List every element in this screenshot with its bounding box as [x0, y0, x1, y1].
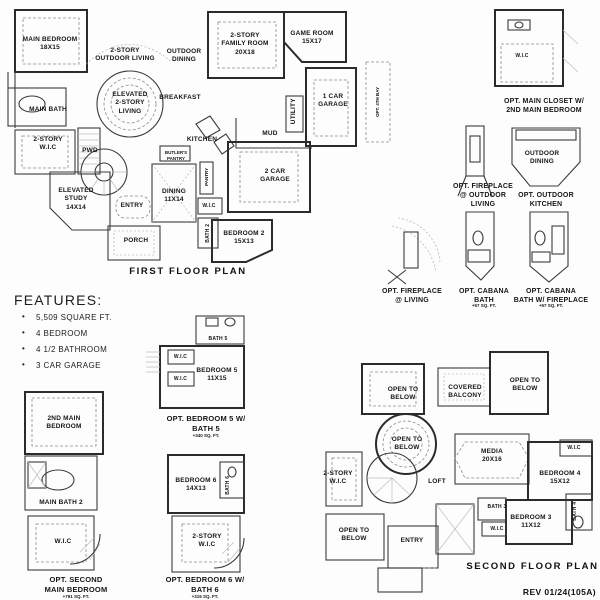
room-label-outdoor-living: 2-STORY OUTDOOR LIVING — [95, 47, 155, 63]
room-label-opt-outdoor-dining: OUTDOOR DINING — [524, 150, 560, 166]
room-label-open-below-rotunda: OPEN TO BELOW — [391, 436, 423, 452]
option-title-second-main: OPT. SECOND MAIN BEDROOM — [44, 575, 108, 594]
room-label-breakfast: BREAKFAST — [159, 94, 201, 101]
room-label-bedroom5: BEDROOM 5 11X15 — [196, 367, 238, 383]
revision-note: REV 01/24(105A) — [522, 587, 596, 597]
option-area-bedroom5: +340 SQ. FT. — [192, 433, 220, 438]
room-label-bath2: BATH 2 — [204, 223, 211, 243]
room-label-1-car-garage: 1 CAR GARAGE — [318, 93, 348, 109]
room-label-wic-b6: 2-STORY W.I.C — [192, 533, 222, 549]
room-label-2nd-main-bedroom: 2ND MAIN BEDROOM — [46, 415, 82, 431]
room-label-open-below-3: OPEN TO BELOW — [338, 527, 370, 543]
option-area-cabana-bath: +57 SQ. FT. — [471, 303, 497, 308]
feature-item: 4 1/2 BATHROOM — [14, 344, 174, 354]
room-label-wic-bed4: W.I.C — [567, 445, 581, 451]
room-label-2-car-garage: 2 CAR GARAGE — [260, 168, 290, 184]
room-label-elevated-living: ELEVATED 2-STORY LIVING — [112, 91, 148, 115]
first-floor-plan-title: FIRST FLOOR PLAN — [129, 266, 247, 277]
option-area-second-main: +791 SQ. FT. — [62, 594, 90, 599]
features-panel: FEATURES: 5,509 SQUARE FT. 4 BEDROOM 4 1… — [14, 292, 174, 377]
option-area-bedroom6: +315 SQ. FT. — [191, 594, 219, 599]
room-label-dining: DINING 11X14 — [162, 188, 186, 204]
room-label-bedroom2: BEDROOM 2 15X13 — [223, 230, 265, 246]
feature-item: 5,509 SQUARE FT. — [14, 312, 174, 322]
option-title-bedroom6: OPT. BEDROOM 6 W/ BATH 6 — [165, 575, 245, 594]
room-label-wic-2nd-main: W.I.C — [54, 538, 72, 545]
room-label-entry: ENTRY — [120, 202, 144, 209]
room-label-kitchen: KITCHEN — [186, 136, 218, 143]
room-label-open-below-1: OPEN TO BELOW — [387, 386, 419, 402]
room-label-main-bedroom: MAIN BEDROOM 18X15 — [22, 36, 78, 52]
room-label-butlers-pantry: BUTLER'S PANTRY — [164, 150, 188, 161]
room-label-sf-2story-wic: 2-STORY W.I.C — [323, 470, 353, 486]
room-label-elevated-study: ELEVATED STUDY 14X14 — [58, 187, 94, 211]
room-label-wic-bed2: W.I.C — [202, 203, 216, 209]
room-label-outdoor-dining: OUTDOOR DINING — [166, 48, 202, 64]
room-label-family-room: 2-STORY FAMILY ROOM 20X18 — [221, 32, 269, 56]
option-title-fireplace-living: OPT. FIREPLACE @ LIVING — [382, 288, 442, 305]
option-bedroom5-walls — [146, 315, 245, 409]
option-bedroom6-walls — [167, 454, 245, 573]
room-label-loft: LOFT — [428, 478, 446, 485]
room-label-pwd: PWD — [82, 147, 98, 154]
feature-item: 3 CAR GARAGE — [14, 360, 174, 370]
option-title-4th-bay: OPT. 4TH BAY — [375, 86, 381, 117]
option-title-fireplace-outdoor: OPT. FIREPLACE @ OUTDOOR LIVING — [453, 183, 513, 209]
room-label-2story-wic: 2-STORY W.I.C — [33, 136, 63, 152]
room-label-bedroom3: BEDROOM 3 11X12 — [510, 514, 552, 530]
second-floor-walls — [325, 351, 593, 593]
option-title-bedroom5: OPT. BEDROOM 5 W/ BATH 5 — [166, 414, 246, 433]
room-label-wic-bed3: W.I.C — [490, 526, 504, 532]
room-label-covered-balcony: COVERED BALCONY — [448, 384, 482, 400]
room-label-open-below-2: OPEN TO BELOW — [509, 377, 541, 393]
room-label-bedroom6: BEDROOM 6 14X13 — [175, 477, 217, 493]
room-label-bath3: BATH 3 — [487, 504, 507, 510]
option-main-closet-walls — [365, 9, 579, 143]
room-label-opt-closet-wic: W.I.C — [515, 53, 529, 59]
option-area-cabana-bath-fireplace: +57 SQ. FT. — [538, 303, 564, 308]
features-list: 5,509 SQUARE FT. 4 BEDROOM 4 1/2 BATHROO… — [14, 312, 174, 370]
room-label-bedroom4: BEDROOM 4 15X12 — [539, 470, 581, 486]
room-label-porch: PORCH — [123, 237, 149, 244]
room-label-utility: UTILITY — [289, 98, 297, 125]
option-title-main-closet: OPT. MAIN CLOSET W/ 2ND MAIN BEDROOM — [503, 98, 585, 115]
option-title-cabana-bath-fireplace: OPT. CABANA BATH W/ FIREPLACE — [513, 288, 589, 305]
room-label-main-bath2: MAIN BATH 2 — [39, 499, 83, 506]
room-label-wic-b5b: W.I.C — [173, 376, 188, 382]
second-floor-plan-title: SECOND FLOOR PLAN — [466, 561, 599, 572]
room-label-bath4: BATH 4 — [571, 501, 578, 521]
room-label-sf-entry: ENTRY — [400, 537, 424, 544]
features-title: FEATURES: — [14, 292, 103, 308]
room-label-pantry: PANTRY — [204, 167, 210, 186]
room-label-game-room: GAME ROOM 15X17 — [290, 30, 334, 46]
option-title-cabana-bath: OPT. CABANA BATH — [458, 288, 510, 305]
first-floor-walls — [7, 9, 357, 263]
room-label-bath5: BATH 5 — [208, 336, 228, 342]
room-label-bath6: BATH 6 — [224, 475, 231, 495]
option-title-outdoor-kitchen: OPT. OUTDOOR KITCHEN — [518, 192, 574, 209]
room-label-mud: MUD — [262, 130, 278, 137]
room-label-wic-b5a: W.I.C — [173, 354, 188, 360]
room-label-media: MEDIA 20X16 — [481, 448, 503, 464]
room-label-main-bath: MAIN BATH — [29, 106, 67, 113]
option-fireplaces-walls — [387, 125, 581, 285]
feature-item: 4 BEDROOM — [14, 328, 174, 338]
option-second-main-walls — [24, 391, 104, 571]
